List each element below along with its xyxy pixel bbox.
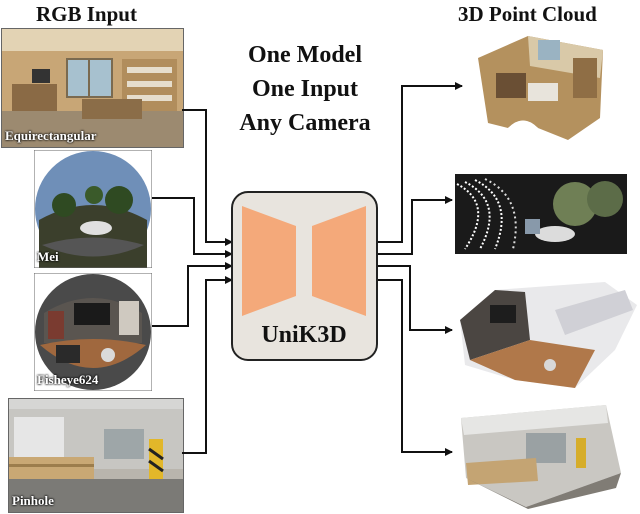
input-fisheye624: Fisheye624 [34,273,152,391]
point-cloud-heading: 3D Point Cloud [458,2,597,26]
connector-out-warehouse [377,279,453,456]
input-mei: Mei [34,150,152,268]
tagline-line-1: One Model [248,42,362,68]
input-label-equirectangular: Equirectangular [5,128,97,143]
fisheye-room-image [34,273,152,391]
input-equirectangular: Equirectangular [1,28,184,148]
connector-out-street [377,196,453,255]
warehouse-point-cloud [461,405,621,509]
output-room-cloud [455,280,639,390]
decoder-wedge [312,206,366,316]
tagline-line-2: One Input [251,76,359,102]
tagline-line-3: Any Camera [239,110,371,136]
input-label-pinhole: Pinhole [12,493,54,508]
connector-equirectangular [182,109,233,246]
connector-out-office [377,82,463,243]
model-name: UniK3D [261,322,347,348]
output-street-cloud [455,174,627,254]
output-warehouse-cloud [456,403,626,509]
connector-out-room [377,265,453,334]
connector-pinhole [182,276,233,454]
office-panorama-image [2,29,183,147]
rgb-input-heading: RGB Input [36,2,137,26]
connector-mei [152,197,233,258]
encoder-wedge [242,206,296,316]
office-point-cloud [478,36,603,140]
input-label-fisheye624: Fisheye624 [37,372,99,387]
warehouse-image [9,399,183,512]
output-office-cloud [468,28,608,143]
input-pinhole: Pinhole [8,398,184,513]
fisheye-street-image [34,150,152,268]
tagline: One Model One Input Any Camera [205,38,405,140]
street-point-cloud [455,174,627,254]
input-label-mei: Mei [37,249,59,264]
connector-fisheye624 [152,262,233,327]
room-point-cloud [460,282,637,388]
